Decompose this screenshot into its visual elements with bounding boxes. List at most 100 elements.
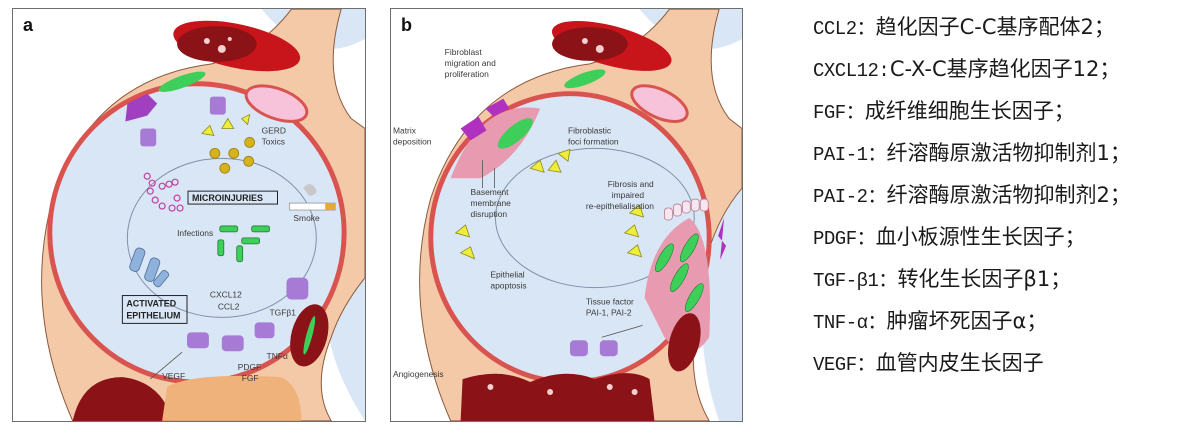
legend-description: 血管内皮生长因子 — [875, 351, 1044, 375]
pink-vessel — [630, 84, 689, 123]
label-basement-2: membrane — [471, 198, 512, 208]
blue-rods — [129, 247, 170, 288]
pink-vessel — [244, 84, 309, 123]
abbreviation-legend: CCL2：趋化因子C-C基序配体2； CXCL12:C-X-C基序趋化因子12；… — [813, 14, 1193, 392]
myofibroblast-right — [718, 217, 727, 260]
fibroblast-in-capillary — [303, 316, 316, 355]
microinjuries-box — [187, 190, 278, 205]
new-capillaries — [460, 373, 655, 421]
legend-item: VEGF：血管内皮生长因子 — [813, 350, 1193, 392]
legend-description: 成纤维细胞生长因子； — [864, 99, 1075, 123]
panel-b-letter: b — [401, 15, 412, 35]
alveolar-macrophages-bottom — [187, 277, 309, 352]
label-fibrosis-1: Fibrosis and — [608, 179, 654, 189]
panel-a-letter: a — [23, 15, 34, 35]
smoke-puff-icon — [303, 184, 317, 197]
red-blood-cell — [552, 27, 628, 61]
legend-description: 趋化因子C-C基序配体2； — [875, 15, 1115, 39]
panel-b-fibrosis: Fibroblast migration and proliferation M… — [390, 8, 743, 422]
label-basement-3: disruption — [471, 209, 508, 219]
legend-separator: ： — [867, 186, 887, 208]
label-infections: Infections — [177, 228, 213, 238]
label-angiogenesis: Angiogenesis — [393, 369, 444, 379]
toxic-particles — [209, 137, 256, 174]
activated-epithelium-box — [121, 295, 188, 324]
label-fibroblast-1: Fibroblast — [445, 47, 483, 57]
legend-abbr: FGF — [813, 102, 846, 124]
legend-separator: ： — [867, 144, 887, 166]
epithelial-lining — [126, 157, 317, 318]
label-matrix-2: deposition — [393, 136, 432, 146]
epithelial-cells-row — [664, 198, 709, 221]
legend-separator: : — [878, 60, 890, 82]
legend-abbr: TGF-β1 — [813, 270, 879, 292]
bacteria-chains — [143, 172, 184, 212]
myofibroblast — [460, 116, 487, 141]
tissue-factor-pointer — [601, 324, 643, 338]
capillary-bottom-left — [72, 377, 173, 421]
migrating-fibroblast — [564, 69, 606, 89]
label-fgf: FGF — [242, 373, 259, 383]
legend-description: 血小板源性生长因子； — [875, 225, 1086, 249]
alveolar-macrophages-bottom — [569, 340, 618, 357]
legend-item: PAI-2：纤溶酶原激活物抑制剂2； — [813, 182, 1193, 224]
label-foci-2: foci formation — [568, 136, 619, 146]
legend-abbr: PAI-2 — [813, 186, 868, 208]
label-apoptosis-1: Epithelial — [490, 270, 524, 280]
vegf-arrow — [149, 351, 183, 380]
label-fibrosis-3: re-epithelialisation — [586, 201, 654, 211]
epithelial-lining — [494, 147, 695, 289]
red-blood-cell — [177, 26, 257, 62]
label-toxics: Toxics — [262, 136, 285, 146]
label-basement-1: Basement — [471, 187, 510, 197]
legend-description: 肿瘤坏死因子α； — [886, 309, 1048, 333]
label-ccl2: CCL2 — [218, 301, 240, 311]
label-fibrosis-2: impaired — [612, 190, 645, 200]
apoptotic-cells — [454, 148, 645, 260]
label-cxcl12: CXCL12 — [210, 290, 242, 300]
legend-separator: ： — [867, 312, 887, 334]
legend-abbr: CCL2 — [813, 18, 857, 40]
label-epithelium: EPITHELIUM — [126, 310, 180, 320]
legend-abbr: VEGF — [813, 354, 857, 376]
macrophage — [140, 128, 157, 147]
legend-description: 纤溶酶原激活物抑制剂1； — [886, 141, 1131, 165]
label-matrix-1: Matrix — [393, 125, 417, 135]
capillary-right — [667, 313, 701, 372]
label-tissue-1: Tissue factor — [586, 296, 634, 306]
fibroblast-cluster — [655, 233, 704, 312]
legend-item: TGF-β1：转化生长因子β1； — [813, 266, 1193, 308]
macrophage — [209, 96, 226, 115]
legend-abbr: TNF-α — [813, 312, 868, 334]
label-tgfb1: TGFβ1 — [270, 307, 297, 317]
label-activated: ACTIVATED — [126, 298, 176, 308]
legend-description: 纤溶酶原激活物抑制剂2； — [886, 183, 1131, 207]
panel-a-triggers: GERD Toxics MICROINJURIES Smoke Infectio… — [12, 8, 366, 422]
label-microinjuries: MICROINJURIES — [192, 193, 263, 203]
label-pdgf: PDGF — [238, 362, 261, 372]
fibroblast — [158, 71, 206, 92]
legend-description: C-X-C基序趋化因子12； — [889, 57, 1121, 81]
fibroblast — [497, 118, 533, 149]
legend-abbr: CXCL12 — [813, 60, 879, 82]
label-fibroblast-3: proliferation — [445, 69, 489, 79]
label-foci-1: Fibroblastic — [568, 125, 611, 135]
label-fibroblast-2: migration and — [445, 58, 496, 68]
rbc-inclusions — [487, 384, 638, 395]
legend-item: CCL2：趋化因子C-C基序配体2； — [813, 14, 1193, 56]
legend-item: FGF：成纤维细胞生长因子； — [813, 98, 1193, 140]
label-tissue-2: PAI-1, PAI-2 — [586, 307, 632, 317]
panel-b-illustration: Fibroblast migration and proliferation M… — [393, 9, 742, 421]
myofibroblast — [485, 98, 510, 117]
label-smoke: Smoke — [293, 213, 320, 223]
panel-a-illustration: GERD Toxics MICROINJURIES Smoke Infectio… — [41, 9, 365, 421]
cigarette-filter — [325, 203, 336, 211]
mediator-cells — [201, 113, 251, 136]
label-apoptosis-2: apoptosis — [490, 281, 526, 291]
legend-abbr: PAI-1 — [813, 144, 868, 166]
legend-separator: ： — [845, 102, 865, 124]
label-tnfa: TNFα — [267, 351, 288, 361]
legend-separator: ： — [856, 18, 876, 40]
legend-separator: ： — [878, 270, 898, 292]
legend-item: CXCL12:C-X-C基序趋化因子12； — [813, 56, 1193, 98]
